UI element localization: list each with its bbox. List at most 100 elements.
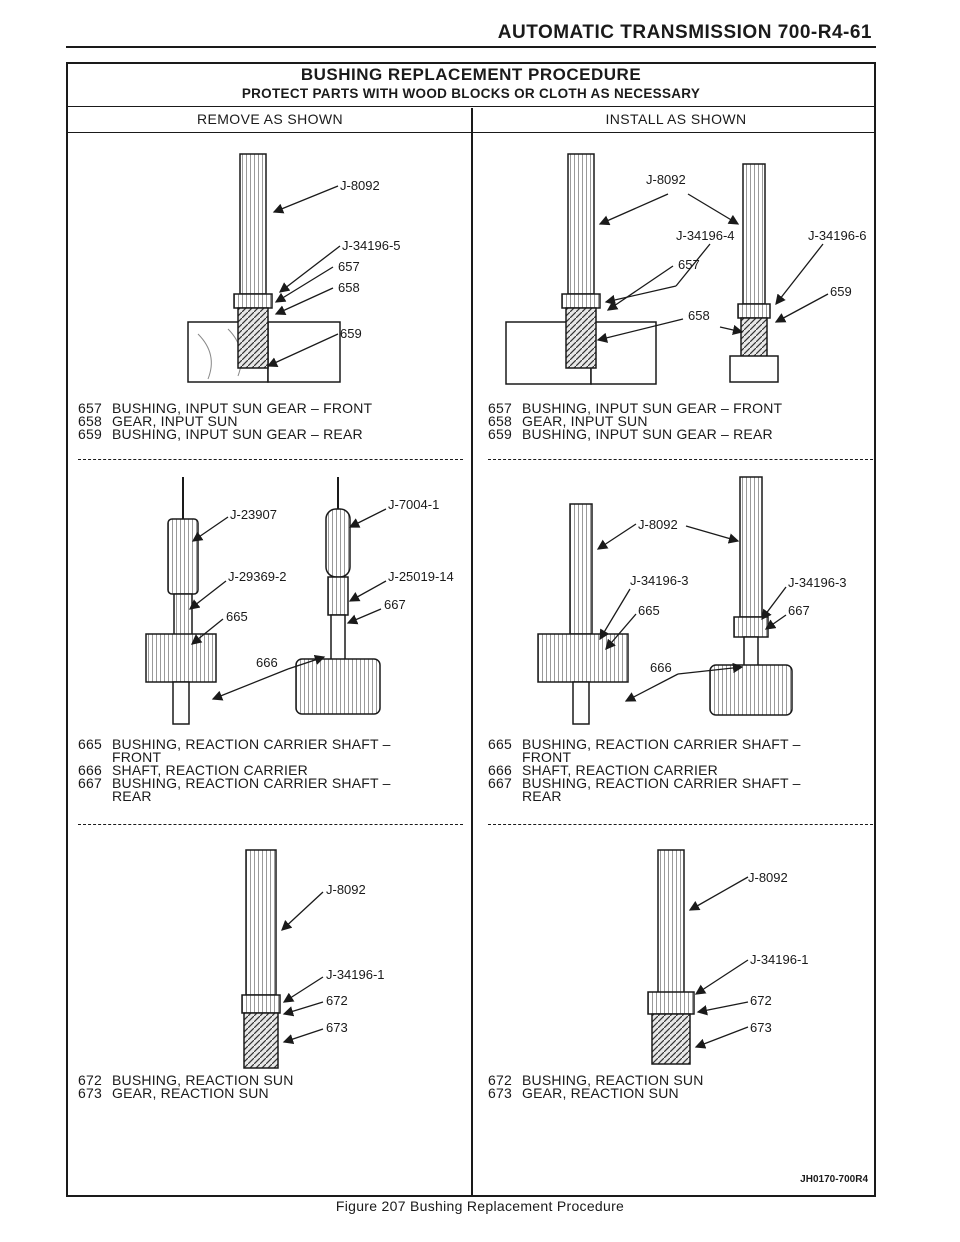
reaction-carrier-a [145,633,217,683]
procedure-frame: BUSHING REPLACEMENT PROCEDURE PROTECT PA… [66,62,876,1197]
callout-j8092: J-8092 [748,870,788,885]
panel-3-remove-illustration: J-8092 J-34196-1 672 673 [241,849,385,1069]
gear-658-b [740,317,768,359]
reaction-carrier-b [295,658,381,715]
tool-j8092-shaft [657,849,685,996]
legend-item-text: SHAFT, REACTION CARRIER [112,762,308,778]
section-divider-2-right [488,824,873,825]
legend-item-number: 665 [78,736,102,752]
callout-666: 666 [256,655,278,670]
shaft-666-b [743,636,759,668]
legend-item-text: SHAFT, REACTION CARRIER [522,762,718,778]
callout-j23907: J-23907 [230,507,277,522]
tool-j8092-shaft-a [567,153,595,295]
callout-672: 672 [326,993,348,1008]
gear-673 [651,1013,691,1065]
legend-item-text: BUSHING, INPUT SUN GEAR – REAR [522,426,773,442]
legend-item-continuation: REAR [522,788,562,804]
legend-item-text: BUSHING, REACTION CARRIER SHAFT – [522,736,801,752]
legend-item-text: BUSHING, INPUT SUN GEAR – FRONT [522,400,783,416]
tool-j34196-1 [241,994,281,1014]
legend-item-number: 667 [78,775,102,791]
wood-block-right [267,321,341,383]
shaft-666-a [572,681,590,725]
callout-j34196-1: J-34196-1 [750,952,809,967]
legend-item-number: 667 [488,775,512,791]
wood-block-right [590,321,657,385]
legend-item-number: 658 [488,413,512,429]
header-rule [66,46,876,48]
callout-j8092: J-8092 [646,172,686,187]
procedure-title: BUSHING REPLACEMENT PROCEDURE [300,65,642,84]
page-header: AUTOMATIC TRANSMISSION 700-R4-61 [497,22,872,43]
panel-3-install-illustration: J-8092 J-34196-1 672 673 [647,849,809,1065]
callout-j34196-4: J-34196-4 [676,228,735,243]
tool-j23907 [167,518,199,595]
panel-2-install-illustration: J-8092 J-34196-3 J-34196-3 665 667 666 [537,476,847,725]
callout-667: 667 [788,603,810,618]
legend-item-text: BUSHING, INPUT SUN GEAR – REAR [112,426,363,442]
panel-1-remove-illustration: J-8092 J-34196-5 657 658 659 [187,153,401,383]
legend-item-number: 666 [78,762,102,778]
callout-j34196-3-b: J-34196-3 [788,575,847,590]
tool-j8092-shaft-b [742,163,766,305]
callout-j8092: J-8092 [340,178,380,193]
callout-j34196-5: J-34196-5 [342,238,401,253]
callout-672: 672 [750,993,772,1008]
gear-658-a [565,307,597,369]
legend-item-text: BUSHING, INPUT SUN GEAR – FRONT [112,400,373,416]
procedure-subtitle: PROTECT PARTS WITH WOOD BLOCKS OR CLOTH … [241,86,701,101]
panel-1-install-illustration: J-8092 J-34196-4 J-34196-6 657 658 659 [505,153,867,385]
install-heading: INSTALL AS SHOWN [605,111,747,127]
legend-item-text: GEAR, INPUT SUN [112,413,238,429]
shaft-666-b [330,614,346,666]
legend-item-continuation: FRONT [112,749,162,765]
tool-j7004-1 [325,508,351,578]
remove-heading: REMOVE AS SHOWN [196,111,344,127]
legend-item-number: 657 [488,400,512,416]
callout-667: 667 [384,597,406,612]
tool-j34196-6 [737,303,771,319]
callout-658: 658 [688,308,710,323]
legend-item-text: GEAR, INPUT SUN [522,413,648,429]
reaction-carrier-a [537,633,629,683]
procedure-title-box: BUSHING REPLACEMENT PROCEDURE PROTECT PA… [68,64,874,107]
tool-j34196-3 [733,616,769,638]
section-divider-2-left [78,824,463,825]
legend-item: 657 BUSHING, INPUT SUN GEAR – FRONT [488,400,783,416]
section-divider-1-left [78,459,463,460]
callout-659: 659 [830,284,852,299]
callout-j29369-2: J-29369-2 [228,569,287,584]
legend-item-text: GEAR, REACTION SUN [112,1085,269,1101]
reaction-carrier-b [709,664,793,716]
tool-j25019-14 [327,576,349,616]
section-divider-1-right [488,459,873,460]
tool-j8092-shaft-a [569,503,593,635]
legend-item-continuation: REAR [112,788,152,804]
gear-673 [243,1012,279,1069]
legend-1-install: 657 BUSHING, INPUT SUN GEAR – FRONT 658 GEA… [488,400,783,442]
tool-j8092-shaft [245,849,277,996]
tool-j8092-shaft-b [739,476,763,618]
callout-j25019-14: J-25019-14 [388,569,454,584]
callout-j8092: J-8092 [638,517,678,532]
legend-item: 666 SHAFT, REACTION CARRIER [78,762,391,778]
callout-658: 658 [338,280,360,295]
callout-665: 665 [638,603,660,618]
callout-j8092: J-8092 [326,882,366,897]
tool-j29369-2 [173,593,193,640]
column-divider [471,108,473,1195]
tool-j34196-4 [561,293,601,309]
